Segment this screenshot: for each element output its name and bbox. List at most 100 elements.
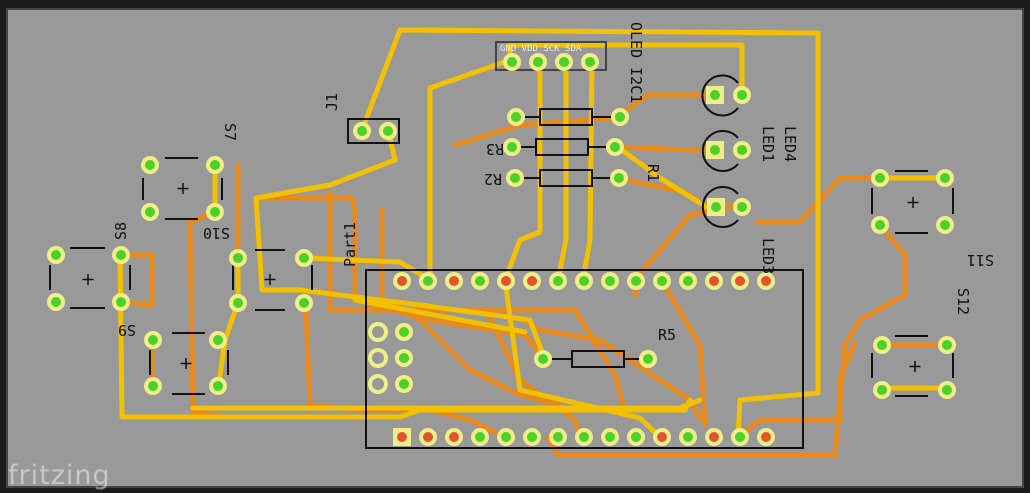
button-pad-hole — [210, 207, 220, 217]
r5-pad-hole — [538, 354, 548, 364]
arduino-top-pin-hole — [553, 276, 563, 286]
label-led1: LED1 — [759, 126, 777, 162]
label-led4: LED4 — [781, 126, 799, 162]
label-oled-name: OLED I2C1 — [627, 22, 645, 103]
arduino-bottom-pin-hole — [683, 432, 693, 442]
label-s9: S9 — [118, 321, 136, 339]
button-pad-hole — [942, 385, 952, 395]
label-s12: S12 — [954, 288, 972, 315]
button-pad-hole — [210, 160, 220, 170]
button-pad-hole — [51, 297, 61, 307]
label-s7: S7 — [221, 123, 239, 141]
arduino-top-pin-hole — [397, 276, 407, 286]
arduino-top-pin-hole — [683, 276, 693, 286]
button-pad-hole — [233, 253, 243, 263]
arduino-top-pin-hole — [579, 276, 589, 286]
label-part1: Part1 — [341, 222, 359, 267]
arduino-top-pin-hole — [501, 276, 511, 286]
r5-pad-hole — [643, 354, 653, 364]
button-pad-hole — [145, 207, 155, 217]
r-pad-hole — [511, 112, 521, 122]
button-pad-hole — [116, 250, 126, 260]
button-pad-hole — [940, 220, 950, 230]
button-pad-hole — [213, 335, 223, 345]
button-pad-hole — [116, 297, 126, 307]
arduino-bottom-pin-hole — [579, 432, 589, 442]
fritzing-watermark: fritzing — [8, 460, 111, 491]
arduino-bottom-pin-hole — [761, 432, 771, 442]
button-pad-hole — [875, 220, 885, 230]
r-pad-hole — [510, 173, 520, 183]
button-pad-hole — [299, 253, 309, 263]
button-pad-hole — [148, 335, 158, 345]
arduino-top-pin-hole — [657, 276, 667, 286]
button-pad-hole — [875, 173, 885, 183]
oled-header-outline — [495, 41, 607, 71]
button-pad-hole — [233, 298, 243, 308]
button-center-marks — [82, 183, 921, 372]
led-pad-hole — [711, 202, 721, 212]
j1-outline — [347, 118, 400, 144]
arduino-side-pad-hole — [399, 379, 409, 389]
label-s8: S8 — [112, 222, 130, 240]
label-r3: R3 — [486, 140, 504, 158]
label-r1: R1 — [644, 164, 662, 182]
label-j1: J1 — [323, 93, 341, 111]
silkscreen-labels: J1 GND VDD SCK SDA OLED I2C1 R3 R2 R1 R5… — [112, 22, 994, 344]
arduino-bottom-pin-hole — [475, 432, 485, 442]
label-oled-header: GND VDD SCK SDA — [500, 44, 582, 54]
arduino-bottom-pin-hole — [709, 432, 719, 442]
arduino-bottom-pin-hole — [657, 432, 667, 442]
arduino-top-pin-hole — [709, 276, 719, 286]
arduino-top-pin-hole — [449, 276, 459, 286]
oled-pin-hole — [507, 57, 517, 67]
arduino-top-pin-hole — [423, 276, 433, 286]
arduino-side-pad-hole — [399, 327, 409, 337]
oled-pin-hole — [585, 57, 595, 67]
arduino-top-pin-hole — [631, 276, 641, 286]
led-pad-hole — [737, 90, 747, 100]
silkscreen — [49, 41, 954, 449]
j1-pin-hole — [383, 126, 393, 136]
button-pad-hole — [51, 250, 61, 260]
button-pad-hole — [877, 340, 887, 350]
label-r5: R5 — [658, 326, 676, 344]
oled-pin-hole — [559, 57, 569, 67]
arduino-top-pin-hole — [527, 276, 537, 286]
arduino-top-pin-hole — [605, 276, 615, 286]
arduino-outline — [365, 269, 804, 449]
oled-pin-hole — [533, 57, 543, 67]
button-pad-hole — [148, 381, 158, 391]
j1-pin-hole — [357, 126, 367, 136]
button-pad-hole — [940, 173, 950, 183]
arduino-side-pad — [368, 374, 388, 394]
label-led3: LED3 — [759, 238, 777, 274]
button-pad-hole — [942, 340, 952, 350]
button-pad-hole — [213, 381, 223, 391]
led-pad-hole — [710, 145, 720, 155]
label-s10: S10 — [203, 224, 230, 242]
arduino-top-pin-hole — [475, 276, 485, 286]
led-pad-hole — [737, 145, 747, 155]
arduino-bottom-pin-hole — [605, 432, 615, 442]
label-r2: R2 — [484, 170, 502, 188]
r-pad-hole — [615, 112, 625, 122]
led-pad-hole — [710, 90, 720, 100]
r-pad-hole — [610, 142, 620, 152]
arduino-bottom-pin-hole — [397, 432, 407, 442]
r-pad-hole — [614, 173, 624, 183]
label-s11: S11 — [967, 251, 994, 269]
arduino-bottom-pin-hole — [501, 432, 511, 442]
pads-layer — [47, 53, 956, 446]
button-pad-hole — [145, 160, 155, 170]
led-pad-hole — [737, 202, 747, 212]
arduino-side-pad-hole — [399, 353, 409, 363]
arduino-side-pad — [368, 348, 388, 368]
arduino-bottom-pin-hole — [449, 432, 459, 442]
top-traces — [117, 27, 948, 440]
arduino-side-pad — [368, 322, 388, 342]
arduino-bottom-pin-hole — [527, 432, 537, 442]
button-pad-hole — [299, 298, 309, 308]
arduino-bottom-pin-hole — [631, 432, 641, 442]
